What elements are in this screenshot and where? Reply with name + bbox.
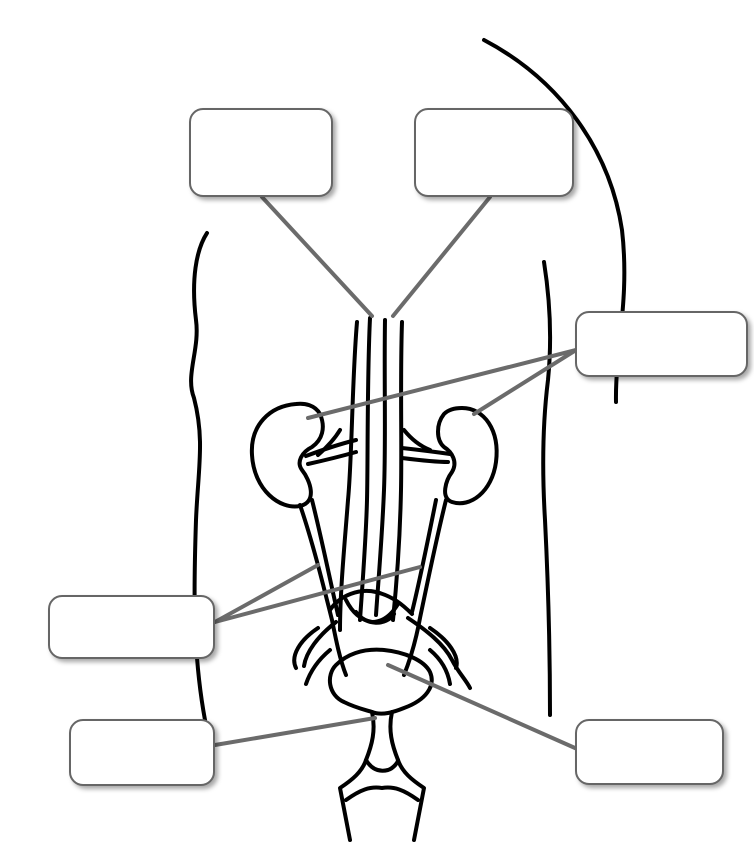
leader-left-bottom — [215, 718, 375, 745]
leader-right-middle-a — [308, 350, 576, 418]
vena-cava — [376, 320, 385, 615]
leader-top-right — [393, 197, 490, 316]
label-box-right-bottom[interactable] — [575, 719, 724, 785]
label-box-top-left[interactable] — [189, 108, 333, 197]
urethra — [340, 712, 374, 840]
bladder — [330, 650, 432, 714]
leader-top-left — [262, 197, 372, 316]
leader-left-middle-a — [215, 565, 318, 622]
right-renal-vessel-2 — [402, 458, 448, 462]
right-kidney — [438, 408, 497, 503]
torso-inner-right — [543, 262, 550, 715]
aorta-inner — [360, 318, 370, 620]
label-box-left-middle[interactable] — [48, 595, 215, 659]
leader-right-middle-b — [474, 350, 576, 414]
label-box-right-middle[interactable] — [575, 311, 748, 377]
right-ureter — [404, 500, 446, 675]
label-box-top-right[interactable] — [414, 108, 574, 197]
label-box-left-bottom[interactable] — [69, 719, 215, 786]
leader-right-bottom — [388, 665, 575, 748]
